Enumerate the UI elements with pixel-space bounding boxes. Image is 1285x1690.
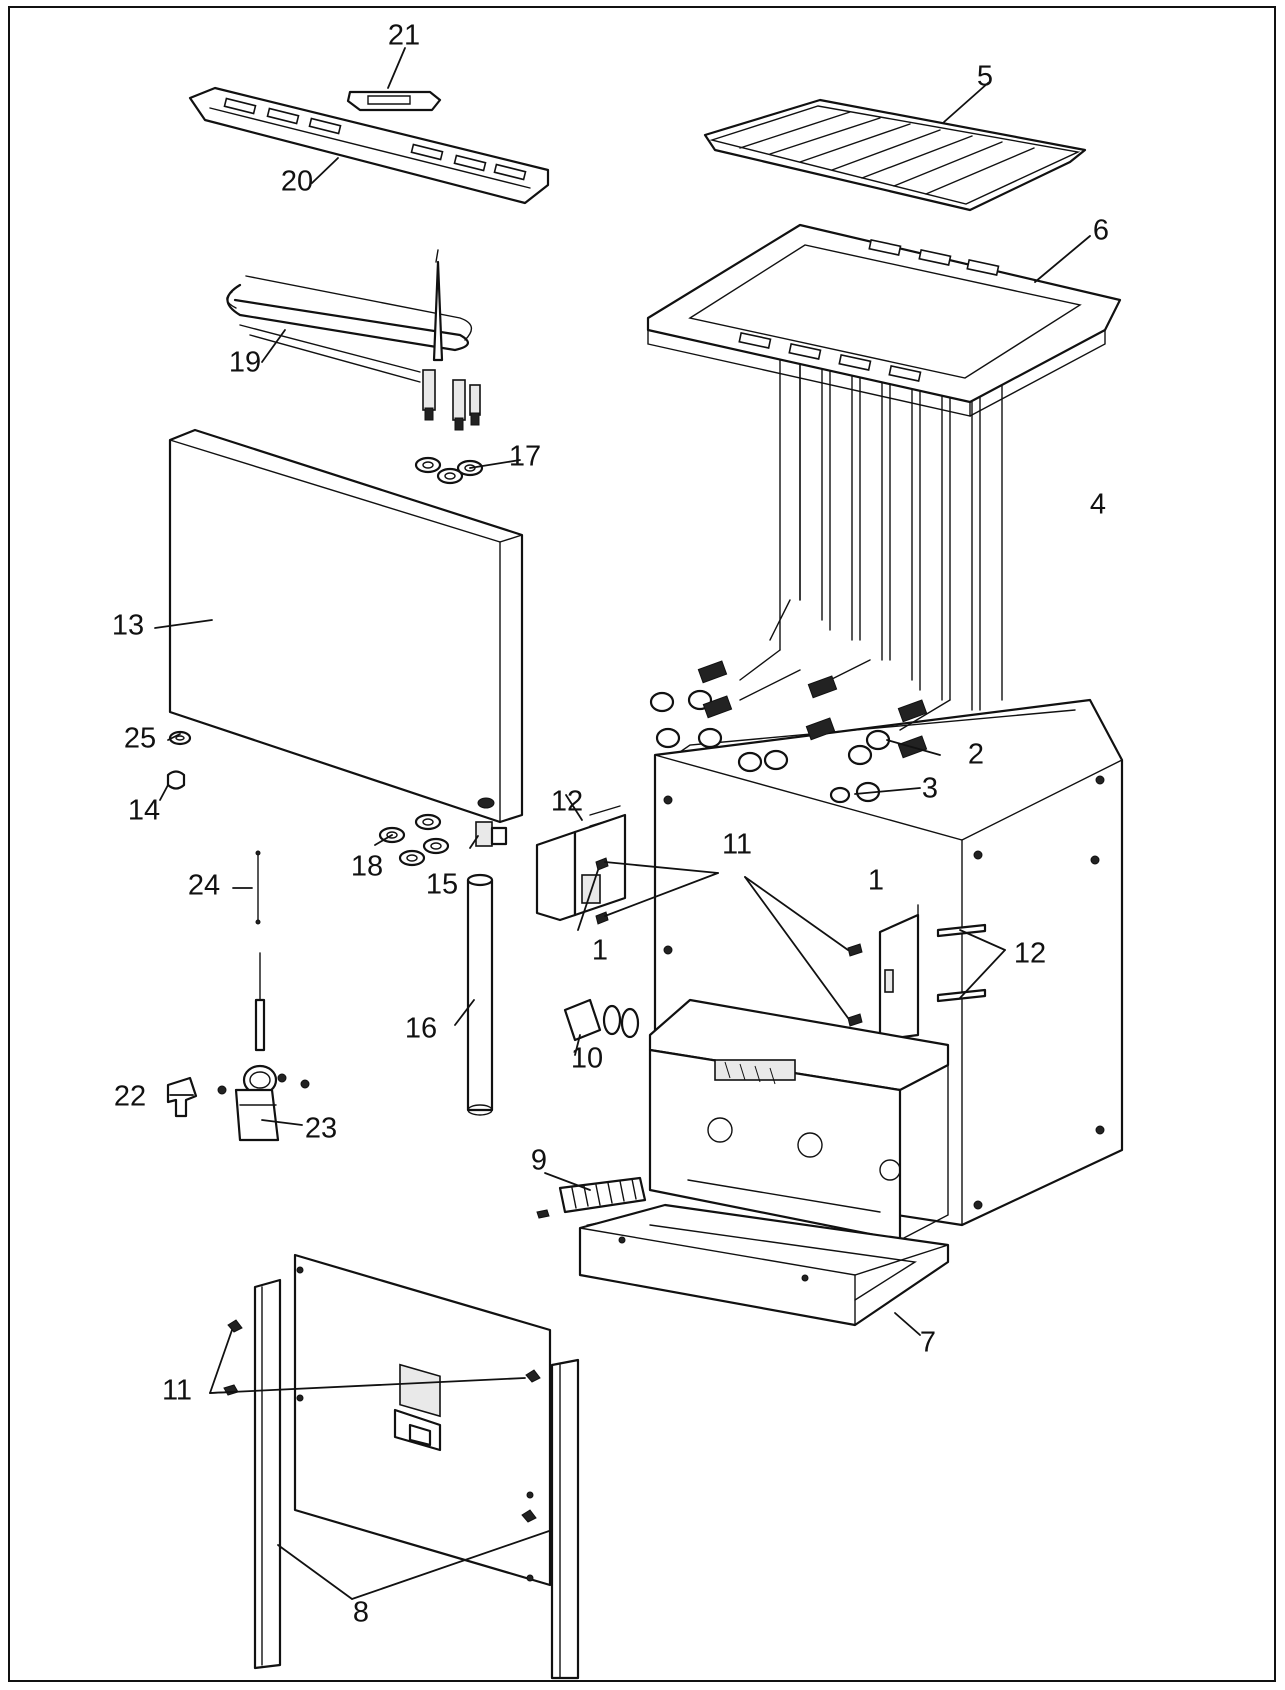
- callout-17: 17: [509, 441, 541, 473]
- part-14-knob: [166, 770, 186, 790]
- part-8-back-panel: [293, 1253, 552, 1587]
- callout-9: 9: [531, 1145, 547, 1177]
- callout-labels: 21 5 20 6 19 17 4 13 25 14 2 3 12 11 18 …: [112, 20, 1109, 1629]
- part-21-clip: [346, 90, 442, 112]
- part-23-thermostat: [217, 952, 310, 1142]
- callout-2: 2: [968, 739, 984, 771]
- callout-1-body: 1: [868, 865, 884, 897]
- callout-16: 16: [405, 1013, 437, 1045]
- callout-7: 7: [920, 1327, 936, 1359]
- callout-20: 20: [281, 166, 313, 198]
- part-10-cable-gland: [563, 998, 640, 1042]
- part-17-washers: [414, 456, 484, 485]
- callout-5: 5: [977, 61, 993, 93]
- callout-22: 22: [114, 1081, 146, 1113]
- part-8-left-leg: [253, 1278, 282, 1670]
- callout-12-right: 12: [1014, 938, 1046, 970]
- part-15-fitting: [475, 821, 508, 847]
- electrical-box: [648, 998, 950, 1242]
- callout-8: 8: [353, 1597, 369, 1629]
- part-8-right-leg: [550, 1358, 580, 1680]
- part-7-bottom-tray: [578, 1203, 950, 1327]
- callout-12-left: 12: [551, 786, 583, 818]
- part-19-heating-element: [226, 249, 481, 431]
- part-16-tube: [466, 873, 494, 1116]
- callout-21: 21: [388, 20, 420, 52]
- callout-10: 10: [571, 1043, 603, 1075]
- part-20-bracket-rail: [188, 86, 550, 205]
- callout-6: 6: [1093, 215, 1109, 247]
- callout-13: 13: [112, 610, 144, 642]
- part-11-screws: [595, 857, 863, 1027]
- callout-23: 23: [305, 1113, 337, 1145]
- callout-18: 18: [351, 851, 383, 883]
- leader-lines: [154, 47, 1091, 1600]
- part-6-top-frame: [646, 223, 1122, 417]
- part-24-clip: [255, 850, 261, 925]
- callout-4: 4: [1090, 489, 1106, 521]
- callout-14: 14: [128, 795, 160, 827]
- callout-24: 24: [188, 870, 220, 902]
- part-5-grill: [703, 98, 1087, 212]
- callout-11-body: 11: [722, 829, 752, 861]
- callout-19: 19: [229, 347, 261, 379]
- callout-25: 25: [124, 723, 156, 755]
- callout-3: 3: [922, 773, 938, 805]
- callout-15: 15: [426, 869, 458, 901]
- callout-1-bracket: 1: [592, 935, 608, 967]
- callout-11-back: 11: [162, 1375, 192, 1407]
- part-22-bracket: [166, 1076, 198, 1118]
- part-13-side-panel: [168, 428, 524, 824]
- part-18-nuts: [378, 797, 495, 867]
